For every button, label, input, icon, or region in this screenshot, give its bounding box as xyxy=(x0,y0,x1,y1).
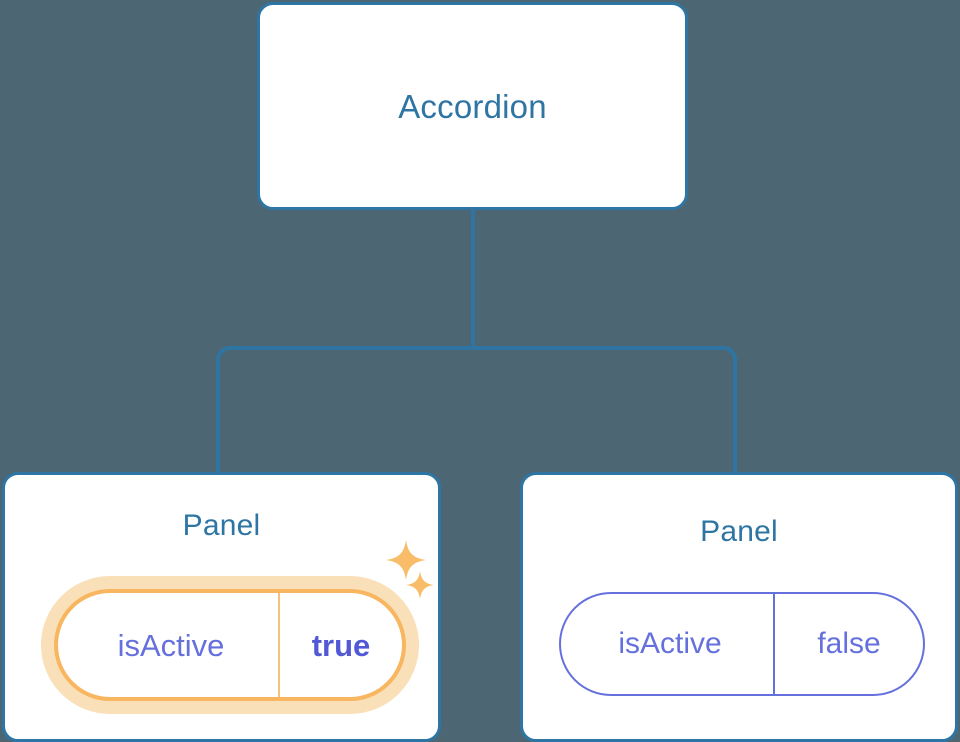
node-panel-active[interactable]: Panel isActive true xyxy=(2,472,441,742)
prop-key-isactive: isActive xyxy=(561,594,775,694)
prop-pill-isactive-false[interactable]: isActive false xyxy=(559,592,925,696)
prop-value-true: true xyxy=(311,627,371,663)
node-accordion[interactable]: Accordion xyxy=(257,2,688,210)
node-panel-active-label: Panel xyxy=(182,509,261,542)
connector-bus-right xyxy=(473,346,737,474)
prop-pill-isactive-true[interactable]: isActive true xyxy=(41,576,419,714)
connector-bus-left xyxy=(216,346,473,474)
prop-key-isactive: isActive xyxy=(58,593,280,697)
prop-value-false: false xyxy=(817,627,881,660)
node-panel-inactive[interactable]: Panel isActive false xyxy=(520,472,958,742)
prop-pill-active-wrapper: isActive true xyxy=(41,576,419,714)
node-accordion-label: Accordion xyxy=(398,87,547,125)
node-panel-inactive-label: Panel xyxy=(700,515,778,548)
